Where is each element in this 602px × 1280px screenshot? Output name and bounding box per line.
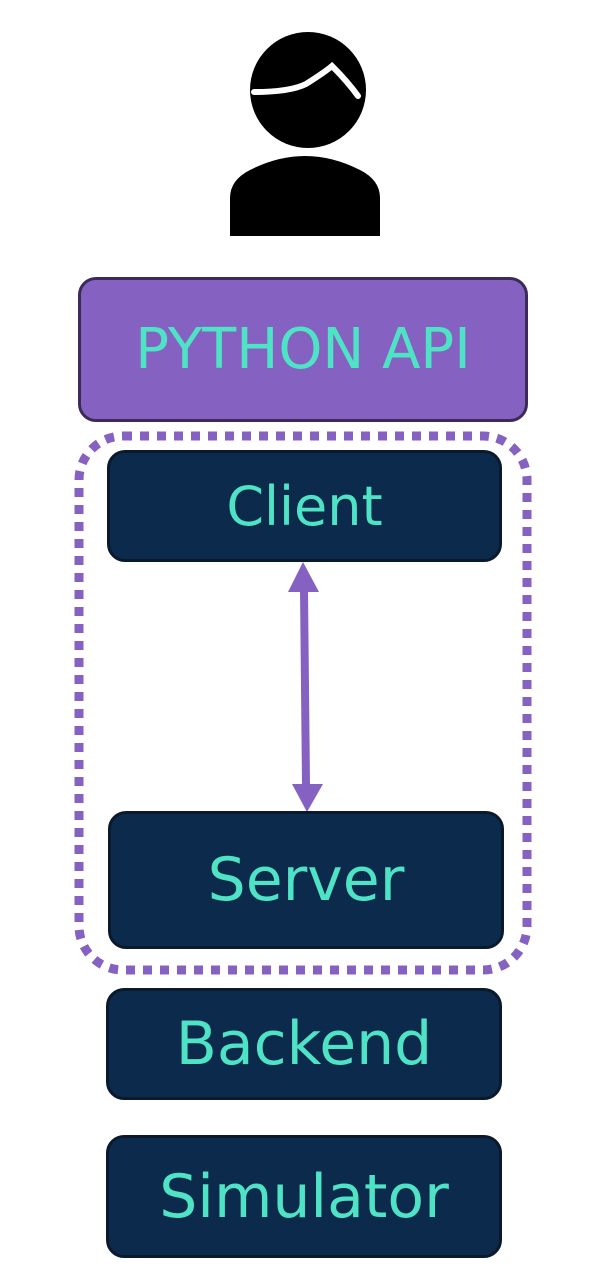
- server-layer: Server: [108, 811, 504, 949]
- python-api-layer: PYTHON API: [78, 277, 528, 422]
- server-label: Server: [207, 845, 405, 915]
- user-icon: [230, 32, 380, 236]
- backend-layer: Backend: [106, 988, 502, 1100]
- python-api-label: PYTHON API: [135, 317, 471, 382]
- client-layer: Client: [107, 450, 502, 562]
- client-label: Client: [226, 474, 383, 538]
- backend-label: Backend: [175, 1009, 433, 1079]
- simulator-label: Simulator: [159, 1161, 449, 1232]
- simulator-layer: Simulator: [106, 1135, 502, 1258]
